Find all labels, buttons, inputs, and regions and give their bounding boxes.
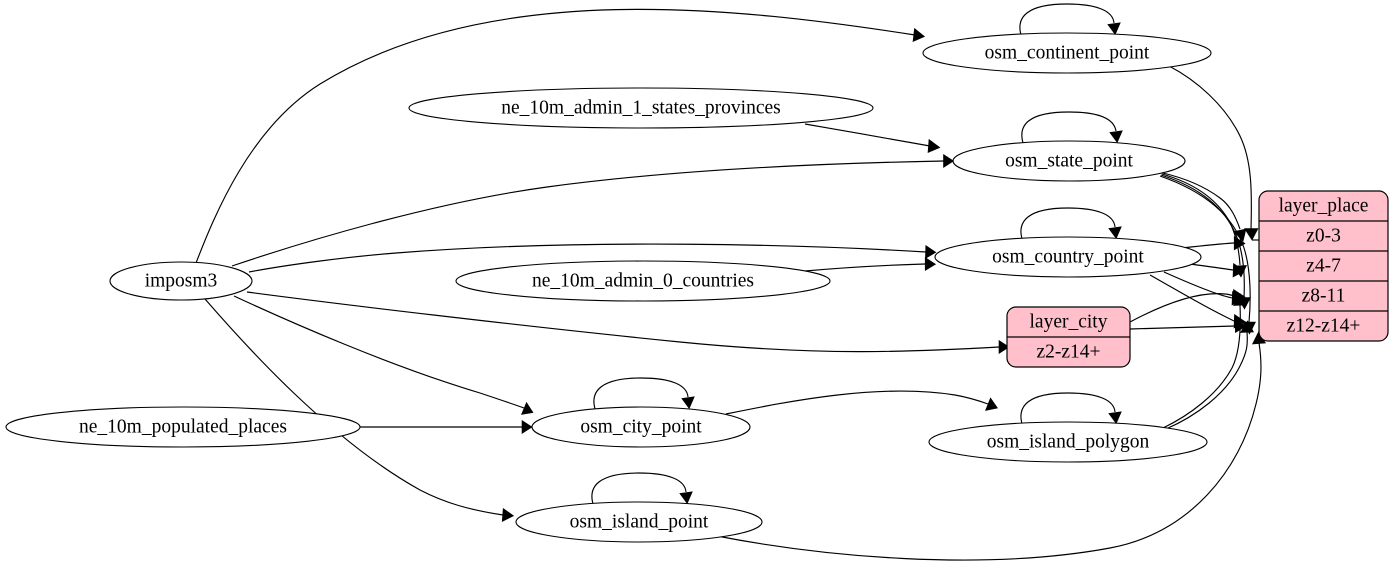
- edge-osm_continent_point-self-loop: [1019, 3, 1121, 39]
- layer_place-row-z12-z14plus[interactable]: z12-z14+: [1287, 315, 1361, 336]
- node-imposm3[interactable]: imposm3: [109, 261, 253, 301]
- layer_city-row-z2-z14plus[interactable]: z2-z14+: [1036, 341, 1100, 362]
- node-osm_state_point[interactable]: osm_state_point: [952, 140, 1186, 182]
- edge-imposm3-to-layer_city: [246, 291, 1010, 355]
- node-ne_10m_populated_places[interactable]: ne_10m_populated_places: [5, 406, 361, 448]
- node-osm_city_point[interactable]: osm_city_point: [531, 406, 751, 448]
- edge-osm_country_point-to-layer_place-z0-3: [1181, 235, 1246, 251]
- edge-osm_state_point-self-loop: [1021, 111, 1123, 147]
- layer-node-layer: layer_place z0-3 z4-7 z8-11 z12-z14+ lay…: [1006, 190, 1389, 368]
- node-label-osm_island_polygon: osm_island_polygon: [987, 431, 1150, 452]
- edge-osm_island_polygon-to-layer_place-z8-11: [1162, 293, 1247, 429]
- edge-osm_island_polygon-self-loop: [1020, 392, 1122, 428]
- edge-layer_city-to-layer_place-z12-z14plus: [1129, 318, 1247, 334]
- node-label-osm_island_point: osm_island_point: [570, 511, 709, 532]
- node-ne_10m_admin_0_countries[interactable]: ne_10m_admin_0_countries: [455, 260, 831, 302]
- edge-imposm3-to-osm_city_point: [233, 295, 534, 415]
- edge-imposm3-to-osm_country_point: [248, 243, 937, 273]
- edge-ne_10m_populated_places-to-osm_city_point: [360, 419, 533, 435]
- node-layer_place[interactable]: layer_place z0-3 z4-7 z8-11 z12-z14+: [1258, 190, 1389, 342]
- edge-osm_continent_point-to-layer_place-z0-3: [1168, 65, 1259, 241]
- edge-osm_country_point-self-loop: [1020, 207, 1122, 243]
- edge-ne_10m_admin_0_countries-to-osm_country_point: [804, 256, 937, 272]
- node-label-ne_10m_populated_places: ne_10m_populated_places: [79, 416, 287, 437]
- layer_place-row-z4-7[interactable]: z4-7: [1306, 255, 1341, 276]
- node-osm_island_polygon[interactable]: osm_island_polygon: [928, 421, 1208, 463]
- node-layer: imposm3 ne_10m_admin_1_states_provinces …: [5, 32, 1212, 543]
- node-label-osm_state_point: osm_state_point: [1005, 150, 1133, 171]
- edge-ne_10m_admin_1_states_provinces-to-osm_state_point: [804, 123, 941, 153]
- layer_place-header: layer_place: [1279, 195, 1369, 216]
- edge-layer_city-to-layer_place-z8-11: [1129, 288, 1246, 323]
- layer_place-row-z0-3[interactable]: z0-3: [1306, 225, 1341, 246]
- node-ne_10m_admin_1_states_provinces[interactable]: ne_10m_admin_1_states_provinces: [408, 87, 874, 129]
- edge-imposm3-to-osm_continent_point: [195, 8, 926, 264]
- node-label-osm_city_point: osm_city_point: [580, 416, 702, 437]
- layer_place-row-z8-11[interactable]: z8-11: [1302, 285, 1346, 306]
- edge-osm_city_point-self-loop: [593, 377, 695, 413]
- node-osm_country_point[interactable]: osm_country_point: [934, 236, 1202, 278]
- edge-imposm3-to-osm_state_point: [231, 153, 955, 267]
- node-label-ne_10m_admin_1_states_provinces: ne_10m_admin_1_states_provinces: [501, 97, 780, 118]
- node-label-ne_10m_admin_0_countries: ne_10m_admin_0_countries: [532, 270, 754, 291]
- edge-osm_island_polygon-to-layer_place-z12-z14plus: [1165, 320, 1254, 430]
- node-osm_island_point[interactable]: osm_island_point: [515, 501, 763, 543]
- node-osm_continent_point[interactable]: osm_continent_point: [922, 32, 1212, 74]
- node-label-osm_continent_point: osm_continent_point: [985, 42, 1150, 63]
- edge-osm_country_point-to-layer_place-z8-11: [1163, 271, 1245, 306]
- node-label-imposm3: imposm3: [145, 270, 218, 291]
- edge-imposm3-to-osm_island_point: [204, 298, 515, 523]
- edge-layer: [195, 3, 1267, 561]
- edge-osm_country_point-to-layer_place-z12-z14plus: [1149, 274, 1247, 329]
- edge-osm_city_point-to-osm_island_polygon: [725, 390, 999, 415]
- edge-osm_country_point-to-layer_place-z4-7: [1189, 262, 1246, 278]
- edge-osm_island_point-self-loop: [591, 472, 693, 508]
- node-label-osm_country_point: osm_country_point: [992, 246, 1144, 267]
- layer_city-header: layer_city: [1030, 311, 1108, 332]
- node-layer_city[interactable]: layer_city z2-z14+: [1006, 306, 1131, 368]
